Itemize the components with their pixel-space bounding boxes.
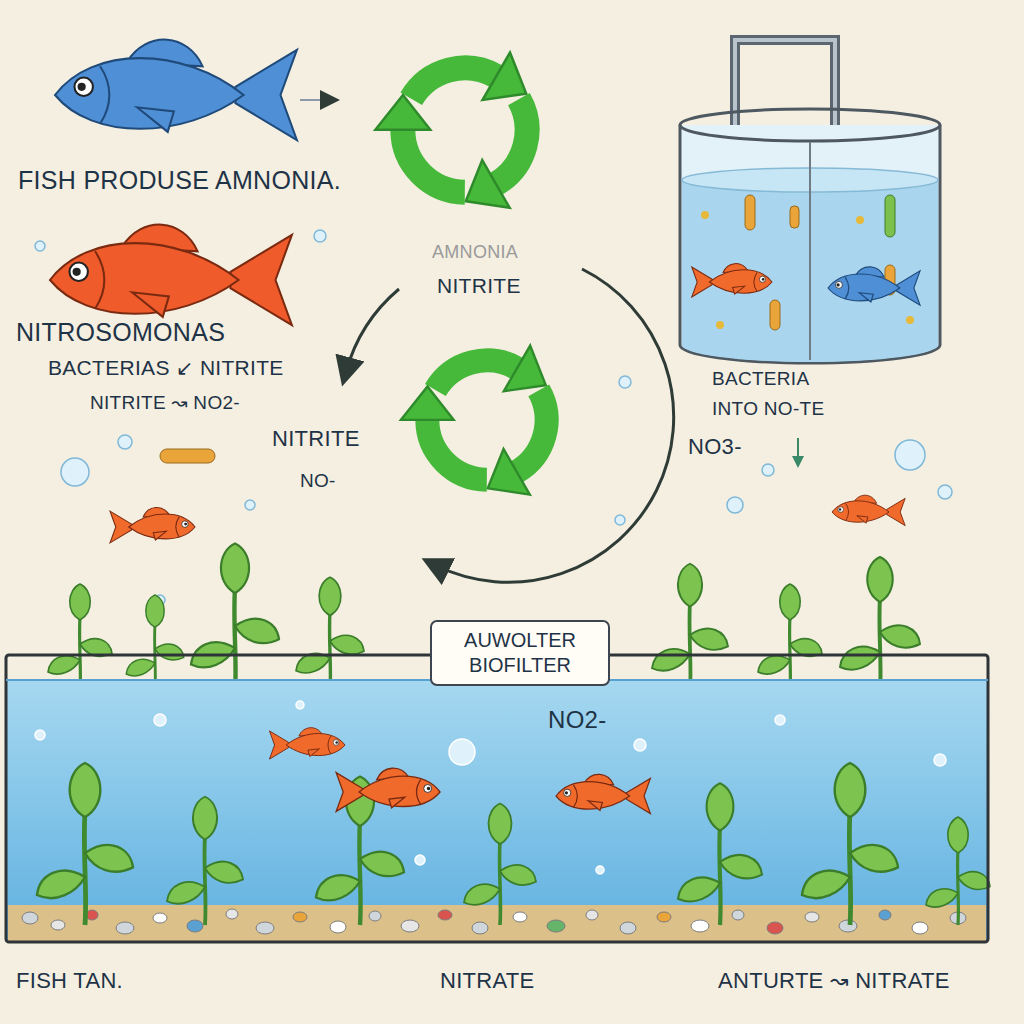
recycle-symbol	[393, 346, 577, 509]
diagram-label: NITRATE	[440, 968, 535, 993]
plants	[48, 544, 920, 693]
diagram-label: NITRITE	[437, 274, 521, 298]
diagram-label: FISH TAN.	[16, 968, 123, 993]
biofilter-box: AUWOLTER BIOFILTER	[430, 620, 610, 686]
diagram-label: NO3-	[688, 434, 742, 459]
diagram-label: BACTERIA	[712, 368, 809, 390]
small-fish	[110, 449, 905, 543]
diagram-label: NITROSOMONAS	[16, 318, 225, 347]
diagram-label: AMNONIA	[432, 242, 518, 263]
container-figure	[680, 40, 940, 363]
diagram-label: NITRITE ↝ NO2-	[90, 392, 240, 414]
down-arrow	[792, 438, 804, 468]
cycle-arrow	[346, 269, 674, 582]
recycle-symbol	[367, 53, 559, 222]
diagram-label: NO2-	[548, 706, 607, 734]
diagram-label: FISH PRODUSE AMNONIA.	[18, 166, 341, 195]
diagram-label: ANTURTE ↝ NITRATE	[718, 968, 950, 993]
diagram-label: BACTERIAS ↙ NITRITE	[48, 356, 284, 380]
diagram-label: INTO NO-TE	[712, 398, 824, 420]
fish-tank	[6, 655, 990, 942]
diagram-label: NO-	[300, 470, 336, 492]
box-text: AUWOLTER BIOFILTER	[442, 628, 598, 678]
diagram-label: NITRITE	[272, 426, 360, 451]
bubbles	[35, 230, 952, 605]
